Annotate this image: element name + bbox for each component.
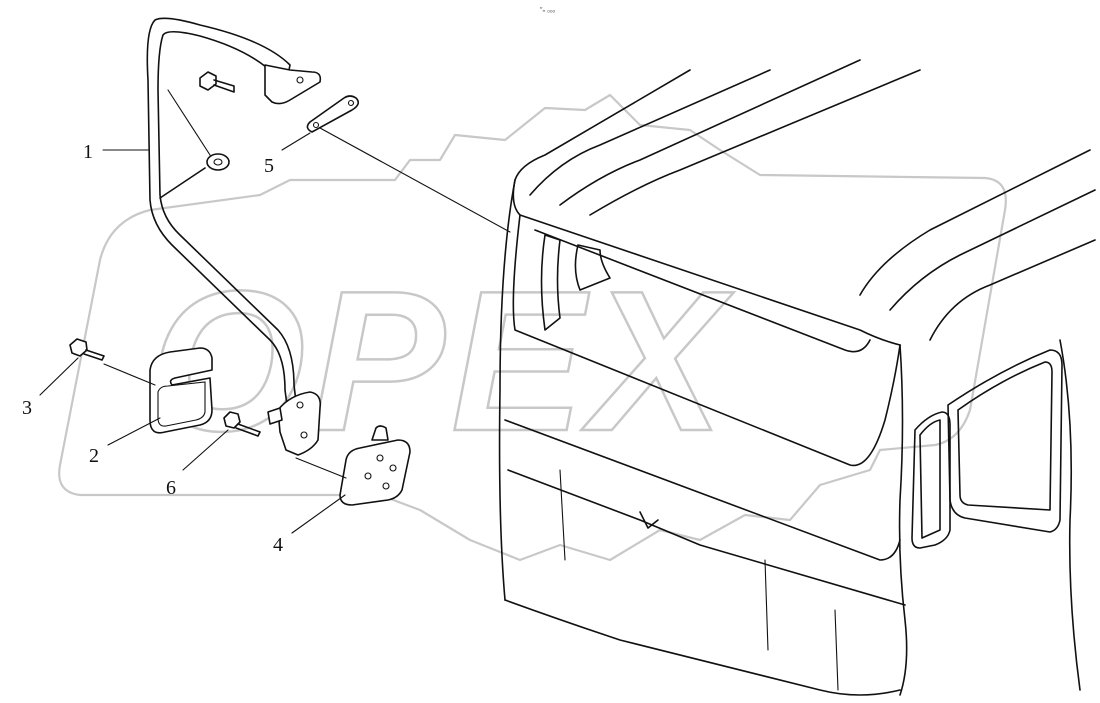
callout-4: 4	[273, 534, 283, 556]
mirror-head-hole-1	[376, 454, 384, 462]
washer	[206, 153, 230, 171]
leader-mount-to-head	[295, 457, 347, 479]
mirror-assembly	[69, 17, 511, 506]
link-plate-hole-2	[347, 99, 355, 107]
bolt-upper	[199, 71, 217, 91]
mirror-head-hole-2	[389, 464, 397, 472]
mirror-cover	[149, 347, 213, 434]
cab-bumper-mid	[507, 469, 906, 606]
bolt-upper-shank	[213, 79, 235, 93]
cab-side-lamp-inner	[919, 419, 941, 539]
cab-bumper-top	[504, 419, 901, 561]
callouts: 1 2 3 4 5 6	[22, 132, 346, 556]
cab-side-rear-edge	[1059, 339, 1081, 691]
callout-2: 2	[89, 445, 99, 467]
cab-side-lamp	[911, 411, 951, 549]
mirror-head-tab	[371, 425, 389, 441]
link-plate	[306, 95, 360, 133]
cab-bumper-seam-2	[764, 559, 769, 651]
mirror-lower-mount-tab	[267, 407, 283, 425]
cab-bumper-seam-3	[834, 609, 839, 691]
cab-roof-line-6	[889, 189, 1096, 311]
callout-1: 1	[83, 141, 93, 163]
cab-roof-line-5	[859, 149, 1091, 296]
cab-roof-line-4	[589, 69, 921, 216]
callout-line-5	[281, 132, 311, 151]
leader-bolt3-to-cover	[103, 363, 156, 386]
cab-front-upper-panel	[512, 214, 901, 467]
callout-line-2	[107, 417, 161, 446]
cab-side-window-frame	[947, 349, 1063, 533]
header-mark: ″ₙ ₒₒₒ	[540, 7, 555, 14]
bolt-3-shank	[83, 349, 105, 361]
cab-grille-top	[534, 229, 871, 353]
bolt-6	[223, 411, 241, 429]
cab-roof-front	[514, 69, 691, 181]
cab-side-edge	[898, 344, 908, 696]
mirror-upper-bracket-hole	[296, 76, 304, 84]
mirror-head-hole-3	[364, 472, 372, 480]
truck-cab	[498, 59, 1096, 696]
mirror-head	[339, 439, 411, 506]
callout-3: 3	[22, 397, 32, 419]
leader-frame-to-washer-lower	[159, 167, 206, 199]
watermark: OPEX	[58, 93, 1007, 562]
mirror-lower-mount-hole-1	[296, 401, 304, 409]
cab-front-left-edge	[498, 179, 516, 601]
leader-washer	[167, 89, 211, 156]
callout-5: 5	[264, 155, 274, 177]
callout-line-3	[39, 357, 79, 396]
cab-front-top-edge	[512, 179, 901, 346]
cab-side-window-glass	[957, 361, 1053, 511]
cab-grille-window-mid	[574, 244, 611, 291]
cab-grille-window-left	[540, 234, 561, 331]
callout-6: 6	[166, 477, 176, 499]
cab-roof-line-7	[929, 239, 1096, 341]
watermark-gear-outline	[58, 93, 1007, 562]
link-plate-hole-1	[312, 121, 320, 129]
leader-bracket-to-cab	[319, 127, 511, 233]
mirror-head-hole-4	[382, 482, 390, 490]
mirror-arm-outer	[146, 17, 291, 406]
mirror-arm-inner	[157, 30, 297, 403]
cab-roof-line-3	[559, 59, 861, 206]
bolt-6-shank	[235, 423, 261, 437]
callout-line-6	[182, 429, 229, 471]
cab-roof-line-2	[529, 69, 771, 196]
mirror-upper-bracket	[264, 64, 322, 105]
mirror-lower-mount	[277, 391, 322, 456]
callout-line-4	[291, 494, 346, 534]
cab-bumper-bottom	[504, 599, 901, 696]
cab-bumper-seam-1	[559, 469, 566, 561]
cab-bumper-notch	[639, 511, 659, 529]
watermark-text: OPEX	[150, 250, 734, 473]
washer-hole	[213, 158, 223, 166]
mirror-lower-mount-hole-2	[300, 431, 308, 439]
mirror-cover-inner	[157, 381, 206, 427]
